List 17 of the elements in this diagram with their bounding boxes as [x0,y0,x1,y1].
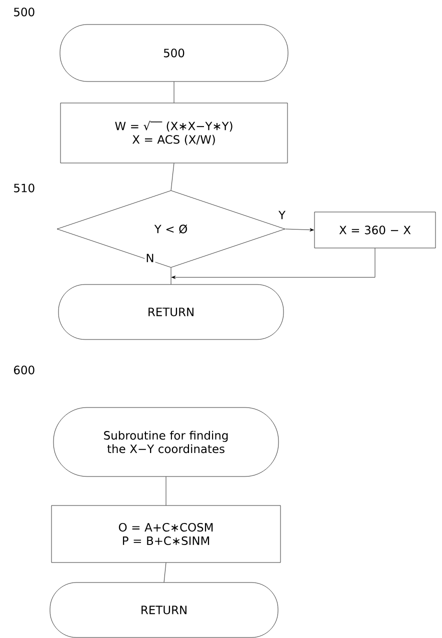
edge-label: Y [278,210,286,220]
edge-label: N [144,252,156,264]
arrow [285,228,314,232]
process-box: W = √‾‾ (X∗X−Y∗Y) X = ACS (X/W) [60,102,288,164]
connector-line [164,562,166,582]
step-number: 510 [14,184,34,192]
terminal-box: 500 [60,24,288,82]
connector-line [170,268,172,284]
process-box: X = 360 − X [314,212,436,248]
connector-line [170,163,174,190]
terminal-box: Subroutine for finding the X−Y coordinates [53,407,279,477]
terminal-box: RETURN [58,284,284,340]
process-box: O = A+C∗COSM P = B+C∗SINM [51,505,281,563]
terminal-box: RETURN [50,582,278,638]
arrow [171,248,376,279]
step-number: 600 [14,366,34,374]
step-number: 500 [14,8,34,16]
